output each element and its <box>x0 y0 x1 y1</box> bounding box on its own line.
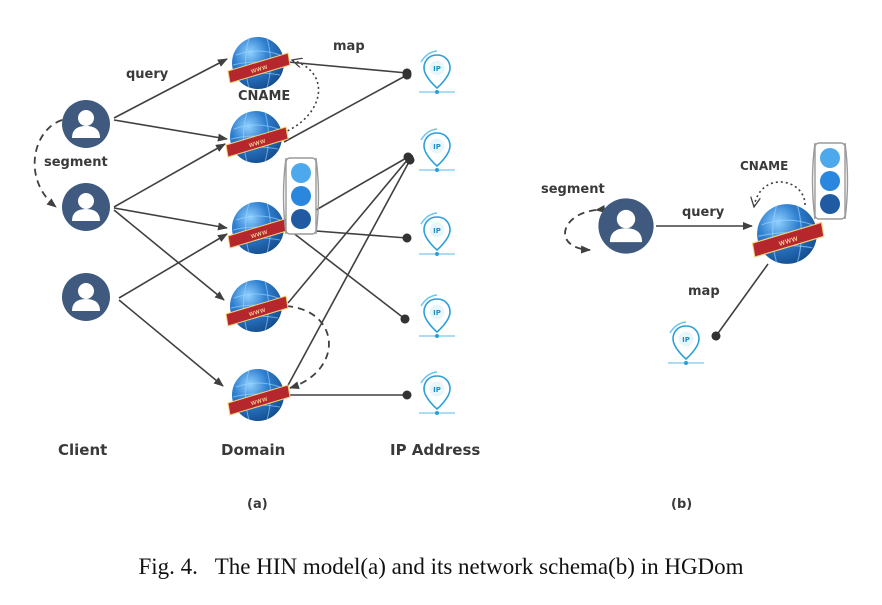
ip-node-3 <box>418 212 456 257</box>
column-label-domain: Domain <box>221 441 285 459</box>
client-node-1 <box>62 100 110 148</box>
label-cname-b: CNAME <box>740 159 788 173</box>
ip-node-1 <box>418 50 456 95</box>
edge-query <box>113 58 228 119</box>
label-query-a: query <box>126 67 169 82</box>
edge-query <box>118 299 224 387</box>
schema-ip-stack <box>811 142 849 220</box>
label-query-b: query <box>682 205 725 220</box>
label-cname-a: CNAME <box>238 89 290 104</box>
domain-node-5 <box>227 368 291 422</box>
sublabel-b: (b) <box>671 497 692 512</box>
client-node-2 <box>62 183 110 231</box>
domain-node-4 <box>225 279 289 333</box>
figure-caption: Fig. 4. The HIN model(a) and its network… <box>138 554 743 579</box>
edge-map <box>287 61 412 78</box>
column-label-ip-address: IP Address <box>390 441 480 459</box>
edge-map <box>285 155 415 390</box>
edge-map <box>283 70 412 143</box>
edge-query <box>113 143 226 208</box>
schema-edge-segment <box>564 205 606 254</box>
edge-query <box>113 207 228 231</box>
domain-node-3 <box>227 201 291 255</box>
label-map-a: map <box>333 39 365 54</box>
schema-edge-cname <box>754 181 806 207</box>
domain-node-2 <box>225 110 289 164</box>
domain-node-1 <box>227 36 291 90</box>
ip-node-5 <box>418 371 456 416</box>
schema-ip-node <box>667 321 705 366</box>
edge-map <box>291 231 410 324</box>
edge-query <box>118 233 228 299</box>
column-label-client: Client <box>58 441 107 459</box>
label-segment-b: segment <box>541 182 605 197</box>
schema-client-node <box>598 198 654 254</box>
ip-node-4 <box>418 294 456 339</box>
edge-cname-dashed <box>285 305 330 389</box>
edge-query <box>113 119 228 142</box>
sublabel-a: (a) <box>247 497 268 512</box>
edge-query <box>113 209 225 301</box>
ip-node-2 <box>418 128 456 173</box>
edge-segment <box>33 113 72 208</box>
edge-map <box>287 153 414 304</box>
client-node-3 <box>62 273 110 321</box>
schema-edge-map <box>711 263 769 341</box>
label-map-b: map <box>688 284 720 299</box>
ip-stack-a <box>282 157 320 235</box>
label-segment-a: segment <box>44 155 108 170</box>
schema-domain-node <box>751 203 825 265</box>
